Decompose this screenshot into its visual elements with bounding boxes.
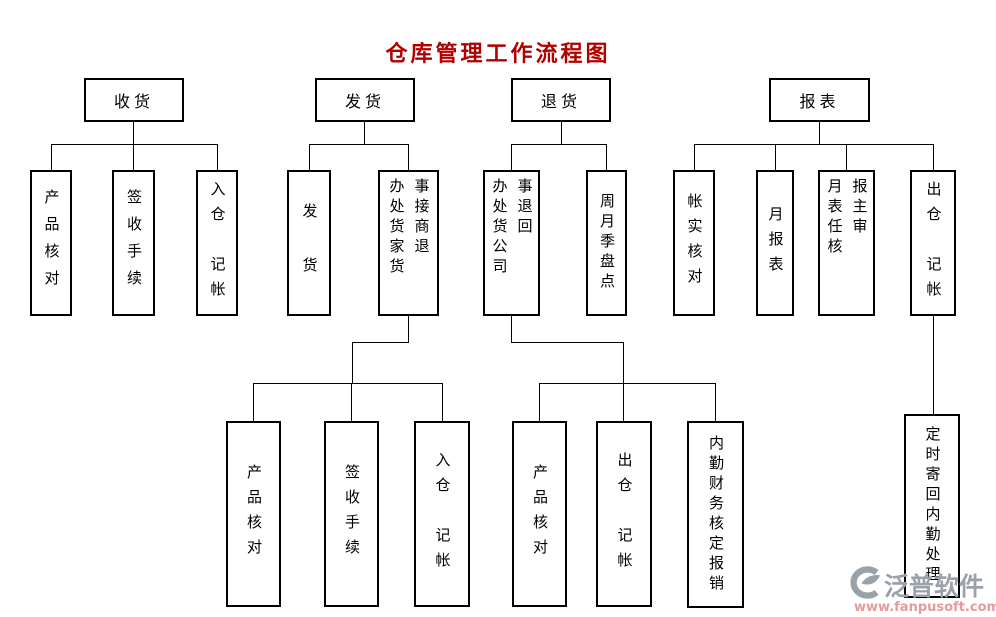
node-report-director-review: 月表任核 报主审 [818, 170, 875, 316]
connector [694, 144, 934, 145]
connector [408, 316, 409, 342]
connector [51, 144, 52, 171]
node-sign-procedure: 签收手续 [324, 421, 379, 607]
connector [133, 144, 134, 171]
node-dispatch-goods: 发 货 [287, 170, 331, 316]
node-label: 内勤财务核定报销 [707, 434, 725, 595]
connector [623, 383, 624, 421]
node-label: 产品核对 [531, 464, 549, 564]
connector [775, 144, 776, 171]
connector [253, 383, 443, 384]
node-label-column: 事退回 [515, 178, 534, 238]
node-label: 出仓 记帐 [615, 451, 634, 577]
watermark-brand: 泛普软件 [884, 571, 985, 601]
connector [217, 144, 218, 171]
connector [846, 144, 847, 171]
connector [352, 342, 353, 383]
connector [623, 342, 624, 383]
node-label: 报表 [799, 92, 840, 111]
node-report: 报表 [769, 78, 870, 122]
node-dispatch: 发货 [315, 78, 415, 122]
connector [715, 383, 716, 421]
node-label-column: 办处货家货 [387, 178, 406, 278]
node-label: 定时寄回内勤处理 [923, 426, 942, 586]
node-dealer-return-handling: 办处货家货 事接商退 [378, 170, 439, 316]
page-title: 仓库管理工作流程图 [385, 42, 611, 67]
connector [606, 144, 607, 171]
node-label-column: 办处货公司 [490, 178, 509, 278]
node-product-check: 产品核对 [512, 421, 567, 607]
watermark-url: www.fanpusoft.com [854, 600, 996, 615]
connector [442, 383, 443, 421]
node-product-check: 产品核对 [30, 170, 72, 316]
node-label: 出仓 记帐 [924, 180, 943, 306]
connector [352, 342, 409, 343]
node-label: 入仓 记帐 [433, 451, 452, 577]
node-label: 周月季盘点 [598, 193, 616, 293]
node-label: 月报表 [766, 205, 785, 281]
node-company-return-handling: 办处货公司 事退回 [483, 170, 540, 316]
connector [408, 144, 409, 171]
watermark: 泛普软件 www.fanpusoft.com [846, 566, 996, 615]
node-returns: 退货 [511, 78, 611, 122]
connector [253, 383, 254, 421]
node-warehouse-out-bookkeeping: 出仓 记帐 [910, 170, 956, 316]
node-label: 帐实核对 [685, 193, 704, 293]
connector [364, 122, 365, 144]
node-label: 签收手续 [125, 189, 143, 297]
connector [539, 383, 540, 421]
node-label: 产品核对 [245, 464, 263, 564]
node-label: 发货 [344, 92, 385, 111]
node-label: 发 货 [300, 202, 319, 284]
node-monthly-report: 月报表 [756, 170, 794, 316]
node-receive: 收货 [84, 78, 184, 122]
node-warehouse-in-bookkeeping: 入仓 记帐 [414, 421, 470, 607]
connector [694, 144, 695, 171]
node-label-column: 事接商退 [412, 178, 431, 258]
connector [133, 122, 134, 144]
node-inventory-count: 周月季盘点 [586, 170, 627, 316]
connector [511, 342, 623, 343]
connector [309, 144, 310, 171]
connector [561, 122, 562, 144]
node-label: 退货 [540, 92, 581, 111]
connector [351, 383, 352, 421]
node-warehouse-out-bookkeeping: 出仓 记帐 [596, 421, 652, 607]
node-label-column: 报主审 [850, 178, 869, 238]
node-account-reconciliation: 帐实核对 [673, 170, 715, 316]
node-warehouse-in-bookkeeping: 入仓 记帐 [196, 170, 238, 316]
connector [819, 122, 820, 144]
node-label: 收货 [113, 92, 154, 111]
node-label: 入仓 记帐 [208, 180, 227, 306]
node-product-check: 产品核对 [226, 421, 281, 607]
connector [51, 144, 218, 145]
node-mail-back-processing: 定时寄回内勤处理 [904, 414, 960, 598]
connector [511, 144, 512, 171]
connector [933, 144, 934, 171]
connector [309, 144, 409, 145]
node-sign-procedure: 签收手续 [112, 170, 155, 316]
connector [933, 316, 934, 414]
connector [539, 383, 716, 384]
connector [511, 316, 512, 342]
node-label: 产品核对 [42, 189, 61, 297]
connector [511, 144, 607, 145]
node-label-column: 月表任核 [825, 178, 844, 258]
node-label: 签收手续 [343, 464, 361, 564]
node-finance-approval: 内勤财务核定报销 [687, 421, 744, 608]
fanpu-logo-icon [846, 566, 882, 603]
